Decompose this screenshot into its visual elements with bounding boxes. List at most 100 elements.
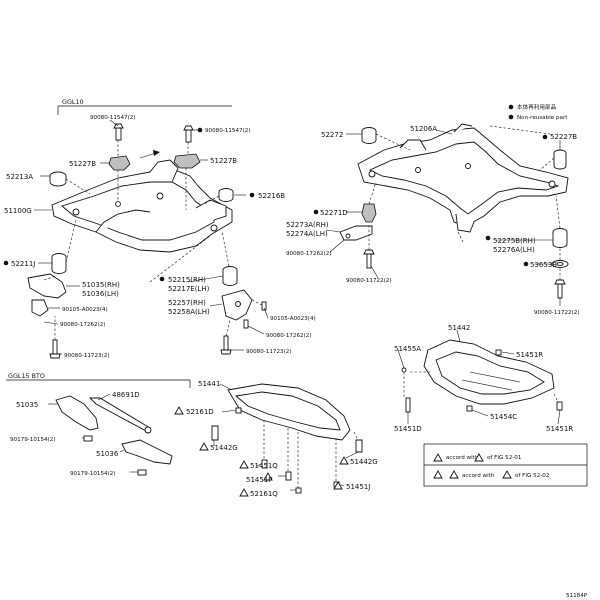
- label-90080-11547: 90080-11547(2): [90, 115, 136, 121]
- label-52213a: 52213A: [6, 173, 33, 181]
- bolt-90080-11723-a: [49, 339, 61, 359]
- label-51451j: 51451J: [346, 483, 370, 491]
- legend-top: 本体再利用部品 Non-reusable part: [508, 103, 568, 121]
- warning-triangle-icon: [174, 406, 184, 415]
- figure-code: 51184P: [566, 593, 588, 599]
- label-90179-10154-b: 90179-10154(2): [70, 471, 116, 477]
- under-cover-51442: [423, 339, 555, 405]
- fastener-51451r-b: [556, 401, 563, 411]
- label-52211j: 52211J: [11, 260, 35, 268]
- legend-note1: accord with: [446, 455, 479, 461]
- warning-triangle-icon: [502, 470, 512, 479]
- bolt-90080-11547-a: [113, 123, 124, 141]
- legend-notes: accord with of FIG 52-01 accord with of …: [423, 443, 588, 487]
- label-51442g-a: 51442G: [210, 444, 238, 452]
- label-52217e-lh: 52217E(LH): [168, 285, 210, 293]
- fastener-51451p: [285, 471, 292, 481]
- group-frame-bottom: GGL15 BTO: [6, 372, 191, 388]
- label-90080-17262-c: 90080-17262(2): [286, 251, 332, 257]
- bushing-51227b-b: [173, 153, 201, 169]
- group-frame-top: GGL10: [57, 98, 232, 115]
- rear-subframe-51206a: [357, 123, 569, 233]
- warning-triangle-icon: [263, 472, 273, 481]
- mount-52211j: [51, 253, 67, 274]
- label-52258a-lh: 52258A(LH): [168, 308, 210, 316]
- label-51035-rh: 51035(RH): [82, 281, 120, 289]
- bolt-90179-10154-a: [83, 435, 93, 442]
- front-cover-51441: [227, 383, 351, 441]
- reusable-dot-icon: [249, 192, 255, 198]
- label-53653b: 53653B: [530, 261, 557, 269]
- label-90080-17262-b: 90080-17262(2): [266, 333, 312, 339]
- label-52274a-lh: 52274A(LH): [286, 230, 328, 238]
- mount-52227b: [553, 149, 567, 170]
- label-90080-11722: 90080-11722(2): [346, 278, 392, 284]
- label-51036-lh: 51036(LH): [82, 290, 119, 298]
- label-90080-17262: 90080-17262(2): [60, 322, 106, 328]
- fastener-52161d: [235, 407, 242, 414]
- label-51451d: 51451D: [394, 425, 422, 433]
- mount-52213a: [49, 171, 67, 187]
- label-90080-11722-b: 90080-11722(2): [534, 310, 580, 316]
- warning-triangle-icon: [239, 460, 249, 469]
- label-52216b: 52216B: [258, 192, 285, 200]
- bracket-51035-51036: [27, 273, 67, 317]
- label-52257-rh: 52257(RH): [168, 299, 206, 307]
- warning-triangle-icon: [333, 481, 343, 490]
- non-reusable-dot-icon: [508, 114, 514, 120]
- mount-52215-52217e: [222, 266, 238, 286]
- fastener-51451r-a: [495, 349, 502, 356]
- label-90179-10154: 90179-10154(2): [10, 437, 56, 443]
- label-90080-11723-b: 90080-11723(2): [246, 349, 292, 355]
- bolt-90080-11723-b: [220, 335, 232, 355]
- legend-note1-ref: of FIG 52-01: [487, 455, 522, 461]
- group-label-top: GGL10: [62, 98, 84, 106]
- reusable-dot-icon: [3, 260, 9, 266]
- brace-51036: [121, 439, 173, 465]
- reusable-dot-icon: [523, 261, 529, 267]
- label-51442g-b: 51442G: [350, 458, 378, 466]
- clip-51442g-b: [355, 439, 363, 453]
- group-label-bottom: GGL15 BTO: [8, 372, 45, 380]
- mount-52272: [361, 127, 377, 144]
- bolt-90179-10154-b: [137, 469, 147, 476]
- label-52227b: 52227B: [550, 133, 577, 141]
- mount-52275b-52276a: [552, 228, 568, 248]
- leader-lines: [34, 119, 561, 491]
- label-51451r-a: 51451R: [516, 351, 543, 359]
- fastener-52161q: [295, 487, 302, 494]
- brace-51035: [55, 395, 99, 431]
- label-51036: 51036: [96, 450, 119, 458]
- bolt-90105-a0023-b: [243, 301, 267, 329]
- label-52273a-rh: 52273A(RH): [286, 221, 329, 229]
- bolt-90080-11722-a: [363, 249, 375, 269]
- bolt-90080-11722-b: [554, 279, 566, 299]
- warning-triangle-icon: [339, 456, 349, 465]
- front-subframe-51100g: [51, 159, 233, 253]
- legend-non-reusable-text: Non-reusable part: [517, 115, 568, 121]
- legend-note2-ref: of FIG 52-02: [515, 473, 549, 479]
- bolt-90080-11547-b: [183, 125, 194, 143]
- arrow-icon: [139, 150, 160, 159]
- reusable-dot-icon: [197, 127, 203, 133]
- warning-triangle-icon: [474, 453, 484, 462]
- label-90105-a0023-b: 90105-A0023(4): [270, 316, 316, 322]
- reusable-dot-icon: [542, 134, 548, 140]
- label-90080-11547-b: 90080-11547(2): [205, 128, 251, 134]
- label-51451q: 51451Q: [250, 462, 278, 470]
- rod-48691d: [88, 397, 152, 434]
- label-51100g: 51100G: [4, 207, 32, 215]
- warning-triangle-icon: [199, 442, 209, 451]
- label-90080-11723: 90080-11723(2): [64, 353, 110, 359]
- warning-triangle-icon: [449, 470, 459, 479]
- legend-dot-text: 本体再利用部品: [517, 103, 557, 111]
- label-51206a: 51206A: [410, 125, 437, 133]
- warning-triangle-icon: [239, 488, 249, 497]
- reusable-dot-icon: [508, 104, 514, 110]
- label-52275b-rh: 52275B(RH): [493, 237, 536, 245]
- label-52161d: 52161D: [186, 408, 214, 416]
- bracket-52273a-52274a: [339, 225, 373, 241]
- label-51451p: 51451P: [246, 476, 273, 484]
